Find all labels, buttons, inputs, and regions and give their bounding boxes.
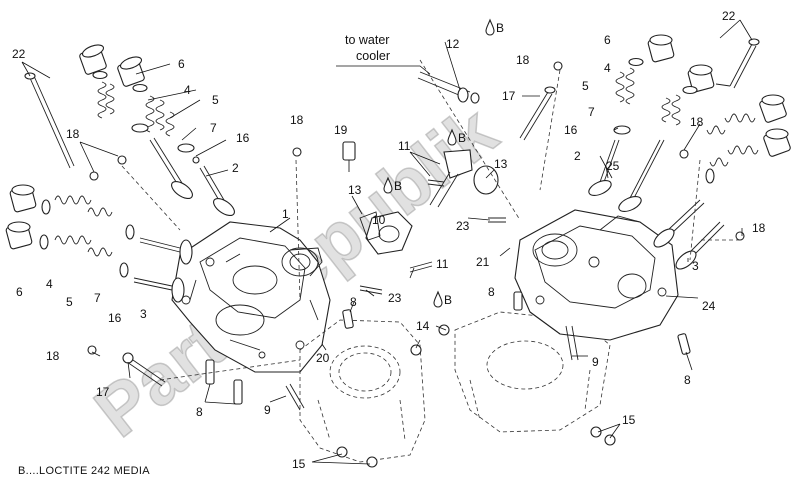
callout-cooler: cooler <box>356 49 390 63</box>
dowel-pins-8 <box>205 291 691 405</box>
right-upper-valve-train <box>588 34 715 212</box>
label-1: 1 <box>282 207 289 221</box>
left-cylinder-head <box>171 221 331 373</box>
label-11: 11 <box>398 139 411 153</box>
label-11: 11 <box>436 257 449 271</box>
label-18: 18 <box>516 53 530 67</box>
drop-icon <box>433 290 443 308</box>
label-3: 3 <box>140 307 147 321</box>
label-3: 3 <box>692 259 699 273</box>
label-23: 23 <box>388 291 402 305</box>
label-8: 8 <box>488 285 495 299</box>
gasket-13-left <box>359 211 381 241</box>
label-7: 7 <box>588 105 595 119</box>
label-23: 23 <box>456 219 470 233</box>
nuts-15 <box>336 426 616 468</box>
label-12: 12 <box>446 37 460 51</box>
label-8: 8 <box>684 373 691 387</box>
label-9: 9 <box>592 355 599 369</box>
label-16: 16 <box>236 131 250 145</box>
bolt-17-right <box>519 86 556 141</box>
label-21: 21 <box>476 255 490 269</box>
label-22: 22 <box>722 9 736 23</box>
stud-23 <box>359 217 506 295</box>
left-cylinder-outline <box>299 319 426 463</box>
label-5: 5 <box>582 79 589 93</box>
label-6: 6 <box>178 57 185 71</box>
label-8: 8 <box>196 405 203 419</box>
label-16: 16 <box>564 123 578 137</box>
temperature-sensor-19 <box>342 141 356 172</box>
label-4: 4 <box>604 61 611 75</box>
label-5: 5 <box>212 93 219 107</box>
label-18: 18 <box>752 221 766 235</box>
screw-11-lower <box>409 261 433 273</box>
to-water-cooler-callout: to water cooler <box>336 33 431 75</box>
label-10: 10 <box>372 213 386 227</box>
label-14: 14 <box>416 319 430 333</box>
right-cylinder-outline <box>454 311 611 433</box>
label-18: 18 <box>290 113 304 127</box>
long-bolt-22-left <box>24 72 75 169</box>
label-18: 18 <box>46 349 60 363</box>
long-bolt-22-right <box>715 38 760 89</box>
drop-icon <box>485 18 495 36</box>
label-4: 4 <box>46 277 53 291</box>
label-15: 15 <box>622 413 636 427</box>
label-13: 13 <box>494 157 508 171</box>
loctite-drop-icons: B B B B <box>383 18 504 308</box>
drop-icon <box>383 176 393 194</box>
loctite-b-label: B <box>444 293 452 307</box>
label-5: 5 <box>66 295 73 309</box>
bolt-17-left <box>122 352 166 387</box>
label-6: 6 <box>16 285 23 299</box>
label-20: 20 <box>316 351 330 365</box>
label-19: 19 <box>334 123 348 137</box>
label-2: 2 <box>574 149 581 163</box>
label-4: 4 <box>184 83 191 97</box>
drop-icon <box>447 128 457 146</box>
label-7: 7 <box>210 121 217 135</box>
label-6: 6 <box>604 33 611 47</box>
label-13: 13 <box>348 183 362 197</box>
studs-9 <box>285 325 579 411</box>
loctite-legend-note: B....LOCTITE 242 MEDIA <box>18 465 150 477</box>
label-8: 8 <box>350 295 357 309</box>
plug-14 <box>410 324 450 356</box>
label-2: 2 <box>232 161 239 175</box>
label-18: 18 <box>66 127 80 141</box>
leader-lines <box>21 19 753 465</box>
label-25: 25 <box>606 159 620 173</box>
label-24: 24 <box>702 299 716 313</box>
label-17: 17 <box>96 385 110 399</box>
right-lower-valve-train <box>653 94 791 270</box>
right-cylinder-head <box>514 209 679 341</box>
loctite-b-label: B <box>458 131 466 145</box>
label-17: 17 <box>502 89 516 103</box>
label-22: 22 <box>12 47 26 61</box>
loctite-b-label: B <box>394 179 402 193</box>
water-pipe-fitting-12 <box>417 71 480 104</box>
screw-11-upper <box>427 179 445 187</box>
label-7: 7 <box>94 291 101 305</box>
loctite-b-label: B <box>496 21 504 35</box>
left-lower-valve-train <box>5 184 193 303</box>
label-15: 15 <box>292 457 306 471</box>
part-number-labels: 22 22 6 6 6 4 4 4 5 5 5 7 7 7 16 16 16 2… <box>12 9 766 471</box>
left-upper-valve-train <box>79 44 235 217</box>
label-9: 9 <box>264 403 271 417</box>
label-18: 18 <box>690 115 704 129</box>
label-16: 16 <box>108 311 122 325</box>
callout-to-water: to water <box>345 33 389 47</box>
